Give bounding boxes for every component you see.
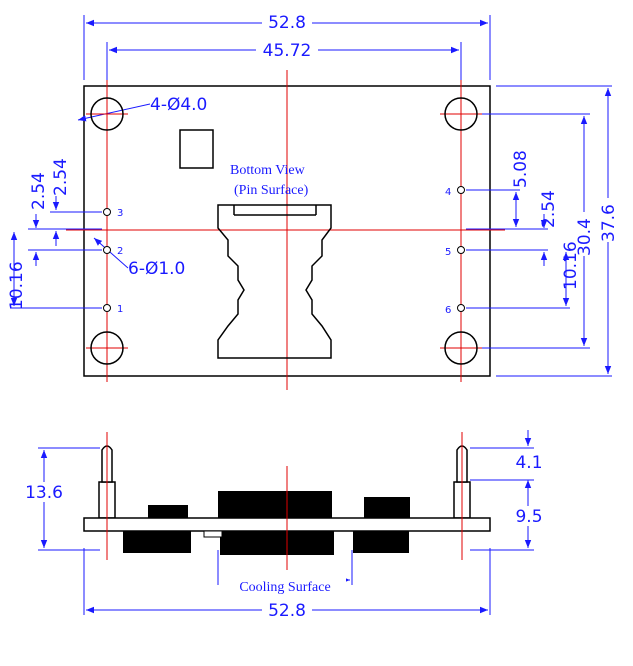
dim-hole-spacing-top: 45.72 <box>263 41 312 61</box>
component-bottom <box>123 531 191 553</box>
dim-left-pitch-a: 2.54 <box>29 172 49 210</box>
pin-hole <box>457 304 465 312</box>
cooling-surface-label: Cooling Surface <box>239 580 330 595</box>
dim-width-bottom: 52.8 <box>268 601 306 621</box>
pin-label: 6 <box>445 305 451 316</box>
mount-hole <box>444 97 478 131</box>
pin-hole <box>457 246 465 254</box>
dim-pin-holes: 6-Ø1.0 <box>128 259 185 279</box>
component-bottom <box>353 531 409 553</box>
dim-left-pitch-b: 2.54 <box>51 158 71 196</box>
mount-hole <box>90 97 124 131</box>
pin-label: 4 <box>445 187 451 198</box>
dim-right-pitch-a: 5.08 <box>511 150 531 188</box>
dim-left-offset: 10.16 <box>7 261 27 310</box>
pin-hole <box>103 208 111 216</box>
component-top <box>148 505 188 518</box>
pin-hole <box>103 304 111 312</box>
pin-hole <box>103 246 111 254</box>
bottom-view-title: Bottom View <box>230 163 306 178</box>
component-top <box>364 497 410 518</box>
dim-side-height: 13.6 <box>25 483 63 503</box>
pin-label: 1 <box>117 304 123 315</box>
pin-label: 5 <box>445 247 451 258</box>
dim-mount-holes: 4-Ø4.0 <box>150 95 207 115</box>
dim-height-total: 37.6 <box>599 204 619 242</box>
dim-pin-body: 9.5 <box>515 507 542 527</box>
pin-label: 2 <box>117 246 123 257</box>
mount-hole <box>444 331 478 365</box>
dim-width-top: 52.8 <box>268 13 306 33</box>
side-view: 13.6 4.1 9.5 52.8 Cooling Surface <box>20 430 548 621</box>
component-square <box>179 129 214 169</box>
dim-pin-top: 4.1 <box>515 453 542 473</box>
mount-hole <box>90 331 124 365</box>
dim-right-pitch-b: 2.54 <box>539 190 559 228</box>
dim-hole-spacing-side: 30.4 <box>575 218 595 256</box>
pin-label: 3 <box>117 208 123 219</box>
pin-hole <box>457 186 465 194</box>
bottom-view-subtitle: (Pin Surface) <box>234 183 309 198</box>
bottom-view: 52.8 45.72 4-Ø4.0 6-Ø1.0 2.54 2.54 10.16… <box>7 12 619 390</box>
component-top <box>218 491 332 518</box>
module-body-outline <box>217 204 332 359</box>
component-bottom <box>220 531 334 555</box>
